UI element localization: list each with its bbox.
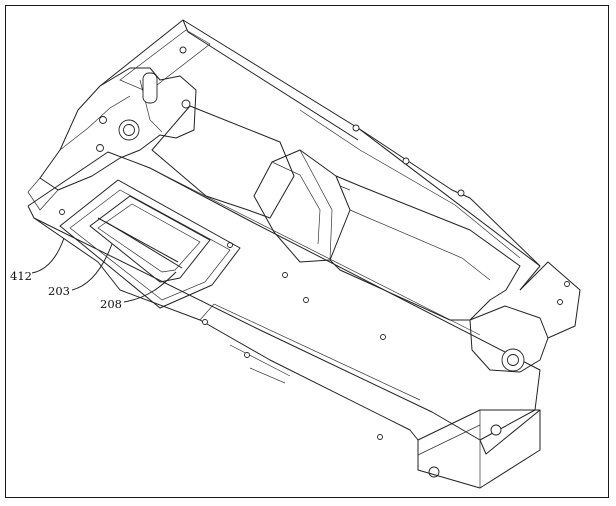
ref-label-203: 203 (48, 284, 70, 298)
leader-lines (31, 237, 177, 303)
ref-label-208: 208 (100, 297, 122, 311)
base-plate (27, 151, 541, 478)
sensor-window (59, 179, 241, 309)
ref-label-412: 412 (10, 269, 32, 283)
right-bracket (469, 261, 581, 373)
figure-frame (5, 5, 609, 498)
left-bracket (27, 67, 197, 211)
rear-housing (99, 19, 541, 291)
cylinder-body (151, 105, 521, 321)
end-block (417, 409, 541, 489)
